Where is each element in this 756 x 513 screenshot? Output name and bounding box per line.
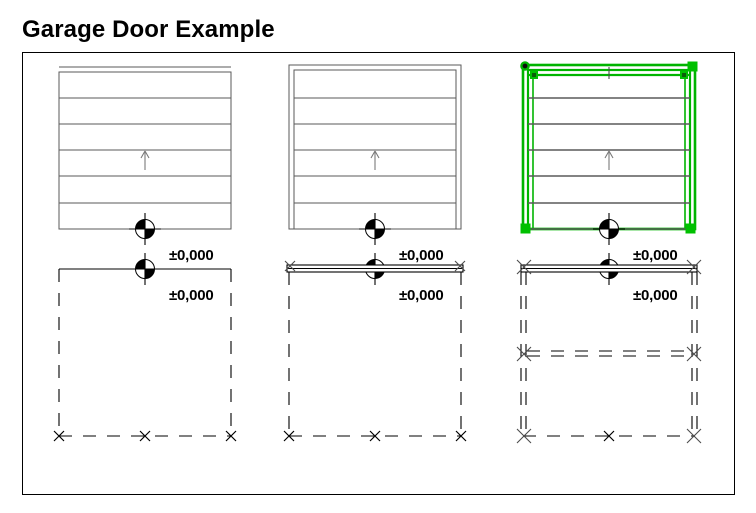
door-elevation-outline [294,97,456,204]
level-marker-upper [592,212,626,246]
level-label-lower: ±0,000 [633,287,678,304]
grip-top-right-square-icon[interactable] [680,71,688,79]
door-direction-arrow-up-icon [140,150,150,170]
drawing-canvas-panel[interactable]: ±0,000 ±0,000 [22,52,735,495]
level-label-upper: ±0,000 [633,247,678,264]
drawing-garage-door-3[interactable]: ±0,000 ±0,000 [505,53,725,496]
level-label-upper: ±0,000 [169,247,214,264]
level-marker-upper [358,212,392,246]
grip-top-left-round-icon[interactable] [520,61,530,71]
level-label-upper: ±0,000 [399,247,444,264]
grip-top-left-square-icon[interactable] [530,71,538,79]
level-marker-upper [128,212,162,246]
level-label-lower: ±0,000 [169,287,214,304]
door-plan-outline [520,272,698,437]
door-direction-arrow-up-icon [604,150,614,170]
plan-mid-rail [527,350,691,357]
drawing-garage-door-1[interactable]: ±0,000 ±0,000 [41,53,261,496]
door-plan-outline [58,269,232,437]
selection-highlight-frame [521,63,697,231]
drawing-3-svg [516,61,702,444]
door-elevation-outline [58,66,232,230]
plan-node-markers [516,346,702,444]
grip-bottom-left-icon[interactable] [520,223,531,234]
door-elevation-outline [528,97,690,230]
selection-grips[interactable] [520,61,698,234]
door-threshold [284,260,466,273]
plan-node-markers [283,430,467,442]
door-frame-outer [288,64,462,230]
drawing-2-svg [283,64,467,442]
door-plan-outline [288,272,462,437]
grip-top-right-corner-icon[interactable] [687,61,698,72]
door-direction-arrow-up-icon [370,150,380,170]
grip-bottom-right-icon[interactable] [685,223,696,234]
door-threshold [516,259,702,275]
page-title: Garage Door Example [22,16,275,43]
drawing-garage-door-2[interactable]: ±0,000 ±0,000 [271,53,491,496]
plan-node-markers [53,430,237,442]
level-label-lower: ±0,000 [399,287,444,304]
drawing-1-svg [53,66,237,442]
